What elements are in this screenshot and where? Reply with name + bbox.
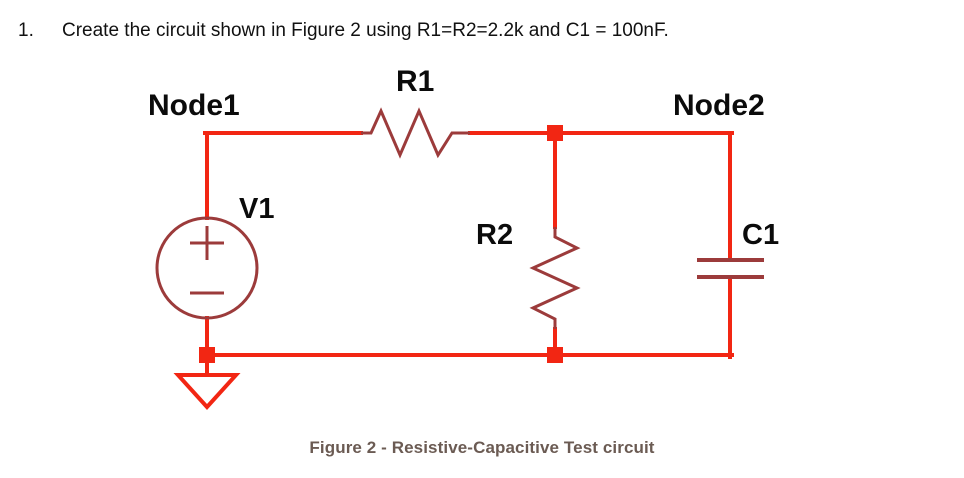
label-node1: Node1 bbox=[148, 89, 240, 122]
question-number: 1. bbox=[18, 20, 34, 41]
junction-node2-top bbox=[547, 125, 563, 141]
ground-symbol bbox=[173, 373, 241, 410]
v1-circle bbox=[155, 216, 259, 320]
junction-r2-bottom bbox=[547, 347, 563, 363]
label-r2: R2 bbox=[476, 219, 514, 251]
capacitor-c1-symbol bbox=[697, 258, 764, 279]
label-v1: V1 bbox=[239, 193, 275, 225]
junction-group bbox=[199, 125, 563, 363]
circuit-schematic: Node1 Node2 R1 V1 R2 C1 bbox=[0, 55, 964, 425]
voltage-source-v1-symbol bbox=[155, 216, 259, 320]
resistor-r1-symbol bbox=[361, 107, 470, 159]
schematic-svg bbox=[155, 107, 764, 410]
question-text: Create the circuit shown in Figure 2 usi… bbox=[62, 20, 669, 41]
wire-group bbox=[203, 131, 734, 377]
question-line: 1. Create the circuit shown in Figure 2 … bbox=[18, 18, 938, 48]
junction-v1-ground bbox=[199, 347, 215, 363]
resistor-r2-symbol bbox=[529, 227, 581, 329]
figure-caption: Figure 2 - Resistive-Capacitive Test cir… bbox=[309, 438, 655, 457]
label-c1: C1 bbox=[742, 219, 780, 251]
label-r1: R1 bbox=[396, 65, 435, 98]
label-node2: Node2 bbox=[673, 89, 765, 122]
